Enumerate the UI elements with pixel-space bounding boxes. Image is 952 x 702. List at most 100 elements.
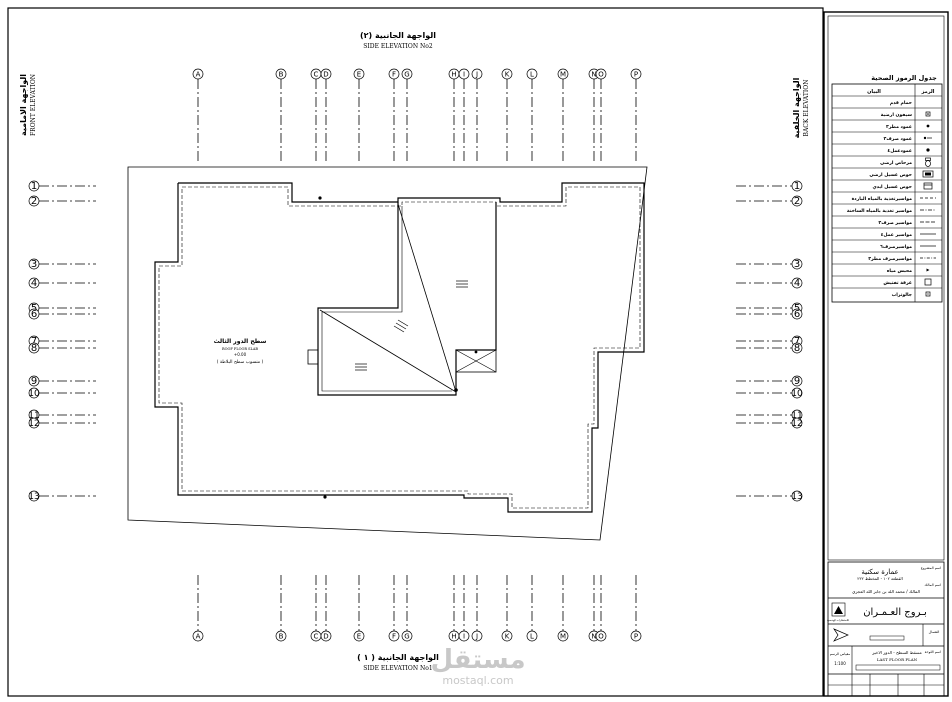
grid-column-N: N [588, 68, 600, 162]
legend-row: مواسيرتغذية بالمياه الباردة [832, 191, 942, 202]
legend-row: غرفة تفتيش [832, 275, 942, 286]
grid-row-label: 6 [31, 309, 37, 320]
grid-column-label: O [598, 71, 604, 79]
grid-column-label: B [279, 633, 284, 641]
legend-row-text: حوض غسيل ايدي [872, 185, 912, 190]
grid-column-label: L [530, 633, 534, 641]
grid-row-label: 9 [794, 376, 800, 387]
legend-row-text: حمام قدم [890, 101, 912, 106]
top-elevation-ar: الواجهة الجانبية (٢) [360, 31, 436, 40]
grid-row-label: 13 [791, 492, 802, 502]
watermark-ar: مستقل [430, 645, 525, 675]
legend-row: مواسيرصرف مطر٣ [832, 251, 942, 262]
grid-row-label: 10 [28, 389, 40, 399]
legend-row: عمود صرف٣ [832, 131, 942, 142]
grid-column-G: G [401, 575, 413, 642]
building-outline [154, 182, 645, 513]
grid-column-label: G [404, 633, 409, 641]
grid-column-G: G [401, 68, 413, 162]
office-name: بـروج العـمـران [863, 607, 927, 618]
grid-column-label: I [463, 633, 465, 641]
roof-structures [307, 196, 497, 499]
right-elevation-en: BACK ELEVATION [803, 80, 810, 137]
grid-column-K: K [501, 68, 513, 162]
grid-row-label: 7 [794, 336, 800, 347]
legend-row-text: جالوتراب [892, 293, 912, 298]
grid-row-label: 9 [31, 376, 37, 387]
right-elevation-ar: الواجهة الخلفية [792, 77, 801, 138]
grid-row-label: 3 [794, 259, 800, 270]
watermark: مستقل mostaql.com [430, 645, 525, 687]
legend-row: حوض غسيل ايدي [832, 179, 942, 190]
grid-row-label: 8 [794, 343, 800, 354]
grid-row-label: 7 [31, 336, 37, 347]
grid-row-label: 12 [28, 419, 39, 429]
legend-symbol-dot-icon [926, 124, 930, 128]
grid-row-label: 2 [31, 196, 37, 207]
grid-row-12: 12 [736, 417, 803, 429]
grid-column-O: O [595, 575, 607, 642]
grid-column-label: A [196, 71, 201, 79]
legend-symbol-square-small-icon [925, 291, 931, 297]
grid-column-label: C [314, 71, 319, 79]
grid-row-label: 3 [31, 259, 37, 270]
legend-row-text: مواسير تغذية بالمياه الساخنة [847, 209, 912, 214]
grid-column-label: C [314, 633, 319, 641]
grid-column-label: I [463, 71, 465, 79]
legend-symbol-dot-dash-icon [923, 136, 932, 140]
grid-row-1: 1 [28, 180, 96, 192]
grid-column-E: E [353, 575, 365, 642]
grid-column-F: F [388, 575, 400, 642]
grid-column-H: H [448, 575, 460, 642]
title-block [827, 561, 945, 697]
grid-column-label: K [505, 71, 510, 79]
grid-column-I: I [458, 68, 470, 162]
grid-row-label: 8 [31, 343, 37, 354]
grid-column-label: E [357, 71, 361, 79]
legend-symbol-square-icon [924, 278, 932, 286]
grid-row-label: 13 [28, 492, 39, 502]
legend-row-text: مواسيرصرف٦ [880, 245, 912, 250]
legend-row-text: مواسير عمل٤ [881, 233, 912, 238]
grid-column-label: A [196, 633, 201, 641]
grid-row-8: 8 [736, 342, 803, 354]
grid-column-D: D [320, 575, 332, 642]
grid-column-L: L [526, 68, 538, 162]
legend-row-text: عمود مطر٣ [886, 124, 912, 130]
grid-column-label: M [560, 71, 566, 79]
grid-column-label: N [591, 633, 596, 641]
grid-row-3: 3 [28, 258, 96, 270]
grid-column-O: O [595, 68, 607, 162]
sheet-frame [7, 7, 824, 697]
legend-row: مواسير عمل٤ [832, 227, 942, 238]
grid-row-10: 10 [28, 387, 96, 399]
grid-column-C: C [310, 575, 322, 642]
drawing-label: اسم اللوحة [925, 650, 941, 654]
grid-row-6: 6 [28, 308, 96, 320]
legend-row: سيفون ارضية [832, 107, 942, 118]
legend-symbol-sink-icon [923, 182, 933, 190]
grid-column-M: M [557, 68, 569, 162]
legend-row-text: مواسيرصرف مطر٣ [868, 256, 912, 262]
grid-column-B: B [275, 575, 287, 642]
project-name: عمارة سكنية [861, 568, 898, 576]
top-elevation-en: SIDE ELEVATION No2 [363, 43, 433, 50]
roof-label-ar: سطح الدور الثالث [214, 338, 267, 345]
legend-col-symbol: الرمز [921, 89, 935, 95]
grid-column-label: J [475, 71, 478, 79]
grid-column-I: I [458, 575, 470, 642]
grid-column-L: L [526, 575, 538, 642]
legend-row-text: مواسير صرف٣ [878, 220, 912, 226]
owner-name: المالك / محمد الله بن جابر الله العجري [852, 589, 920, 594]
legend-row-text: عمود صرف٣ [884, 136, 913, 142]
grid-row-label: 6 [794, 309, 800, 320]
grid-row-11: 11 [736, 409, 803, 421]
scale-label: مقياس الرسم [830, 652, 851, 656]
grid-row-4: 4 [736, 277, 803, 289]
grid-column-J: J [471, 575, 483, 642]
grid-column-label: P [634, 71, 638, 79]
